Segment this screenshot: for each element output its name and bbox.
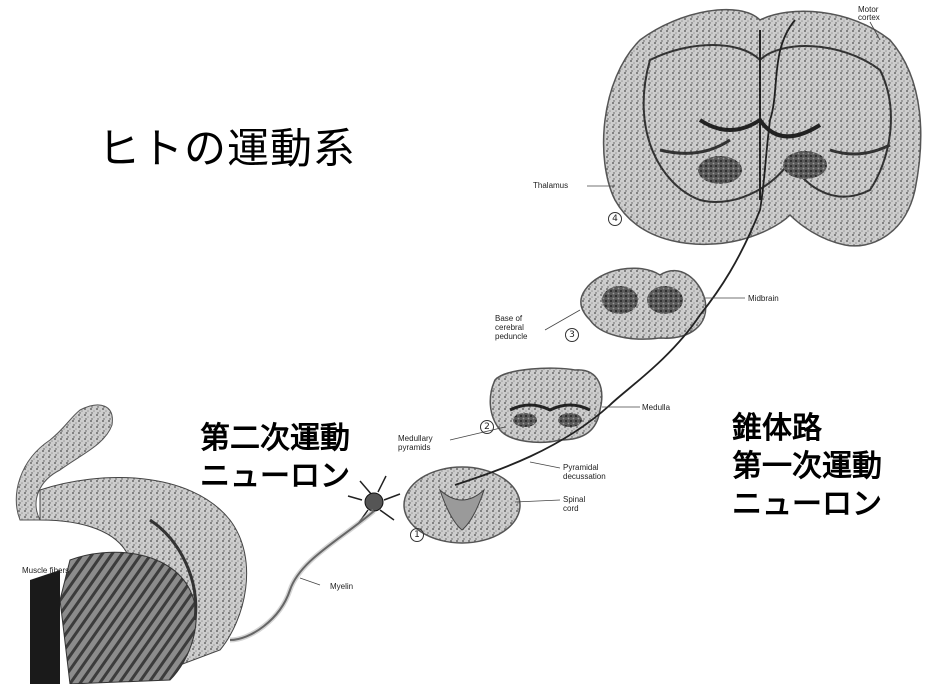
spinal-cord-label: Spinal cord: [563, 495, 603, 513]
first-neuron-line2: ニューロン: [732, 486, 882, 524]
second-neuron-line1: 第二次運動: [200, 420, 350, 458]
section-number-1: 1: [410, 528, 424, 542]
page-title: ヒトの運動系: [98, 115, 356, 176]
second-neuron-line2: ニューロン: [200, 458, 350, 496]
thalamus-label: Thalamus: [533, 181, 568, 190]
section-number-4: 4: [608, 212, 622, 226]
cerebral-peduncle-label: Base of cerebral peduncle: [495, 314, 550, 341]
medullary-pyramids-label: Medullary pyramids: [398, 434, 453, 452]
midbrain-section: [581, 268, 706, 339]
pyramidal-tract-label: 錐体路 第一次運動 ニューロン: [732, 410, 882, 524]
section-number-3: 3: [565, 328, 579, 342]
motor-cortex-label: Motor cortex: [858, 6, 898, 22]
pyramidal-tract-text: 錐体路: [732, 410, 882, 448]
myelin-label: Myelin: [330, 582, 353, 591]
pyramidal-decussation-label: Pyramidal decussation: [563, 463, 623, 481]
lower-motor-neuron: [348, 476, 400, 524]
second-motor-neuron-label: 第二次運動 ニューロン: [200, 420, 350, 496]
brain-section: [604, 10, 921, 246]
medulla-section: [490, 368, 601, 442]
midbrain-label: Midbrain: [748, 294, 779, 303]
first-neuron-line1: 第一次運動: [732, 448, 882, 486]
muscle-fibers-label: Muscle fibers: [22, 566, 69, 575]
section-number-2: 2: [480, 420, 494, 434]
medulla-label: Medulla: [642, 403, 670, 412]
